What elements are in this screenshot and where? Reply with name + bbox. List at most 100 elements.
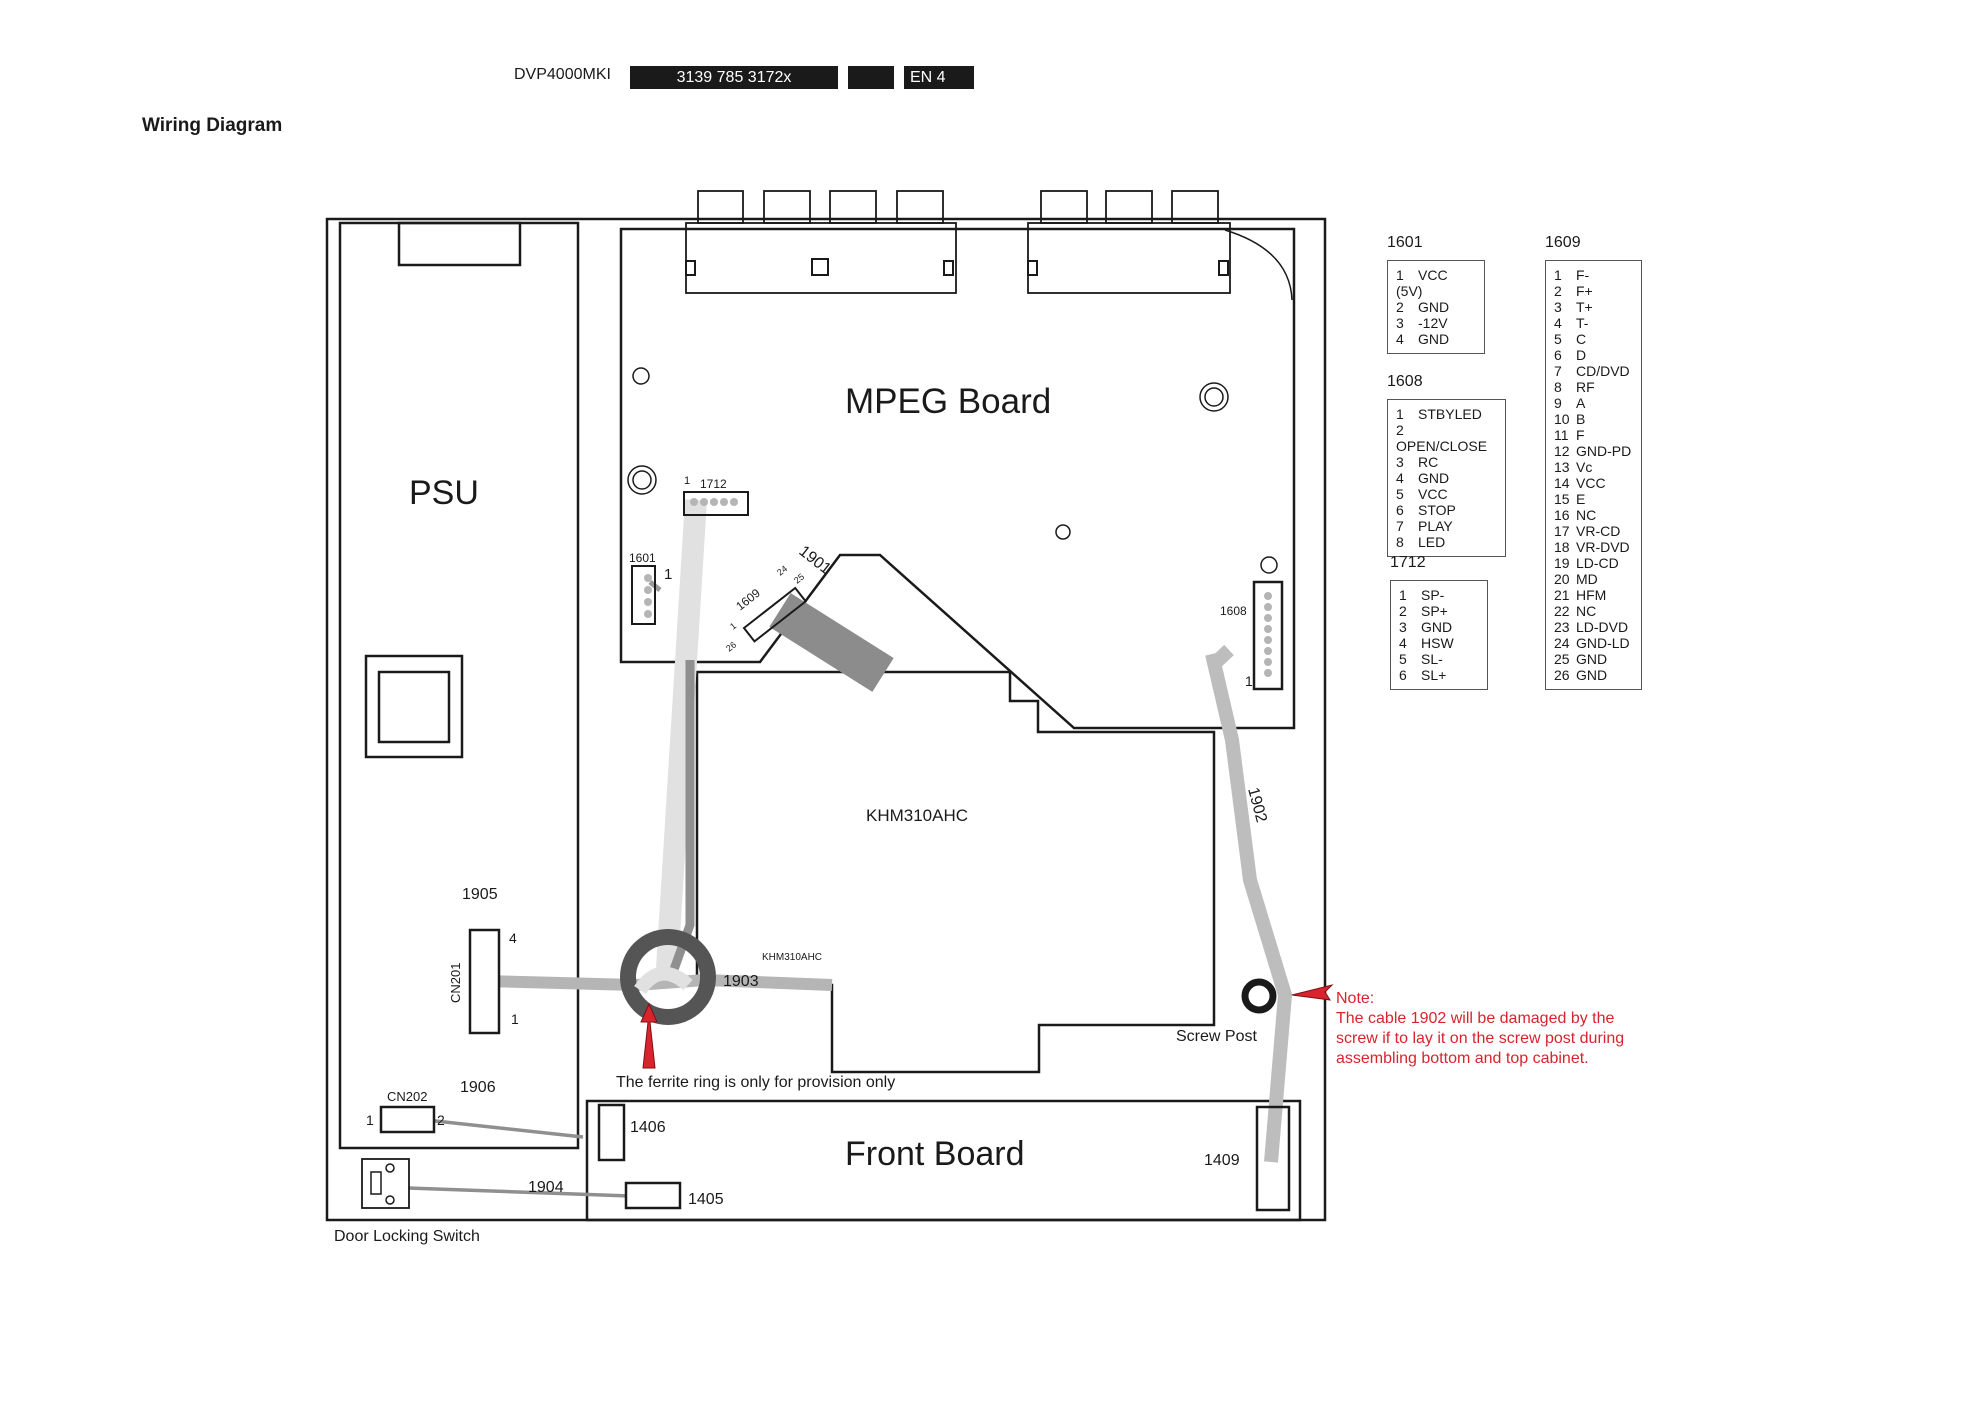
- label-cn202: CN202: [387, 1089, 427, 1104]
- page-title: Wiring Diagram: [142, 115, 283, 136]
- pin-row: 4 GND: [1396, 470, 1497, 486]
- pin-signal: LED: [1418, 534, 1446, 550]
- pin-signal: SP+: [1421, 603, 1448, 619]
- pin-number: 1: [1396, 406, 1404, 422]
- label-1904: 1904: [528, 1179, 564, 1196]
- pin-signal: GND: [1418, 470, 1450, 486]
- pin-number: 12: [1554, 443, 1570, 459]
- psu-transformer-inner: [377, 670, 451, 744]
- psu-label: PSU: [409, 474, 479, 512]
- ferrite-arrow: [640, 1002, 658, 1069]
- pin-number: 3: [1396, 315, 1404, 331]
- pin-number: 7: [1554, 363, 1562, 379]
- door-locking-switch: [361, 1158, 410, 1209]
- label-1712: 1712: [700, 477, 727, 491]
- pin-number: 6: [1396, 502, 1404, 518]
- pin-signal: GND-LD: [1576, 635, 1630, 651]
- mpeg-board-corner: [1224, 229, 1293, 301]
- mpeg-board-label: MPEG Board: [845, 382, 1051, 421]
- label-1905: 1905: [462, 886, 498, 903]
- cable-1904: [407, 1186, 631, 1198]
- pin-signal: VCC (5V): [1396, 267, 1448, 299]
- label-1906: 1906: [460, 1079, 496, 1096]
- pin-signal: -12V: [1418, 315, 1448, 331]
- pin-number: 6: [1554, 347, 1562, 363]
- pin-number: 3: [1396, 454, 1404, 470]
- pin-signal: STOP: [1418, 502, 1456, 518]
- pin-signal: HFM: [1576, 587, 1607, 603]
- pin-number: 10: [1554, 411, 1570, 427]
- note-line-3: assembling bottom and top cabinet.: [1336, 1050, 1589, 1067]
- label-1405: 1405: [688, 1191, 724, 1208]
- pin-signal: GND-PD: [1576, 443, 1632, 459]
- psu-top-block: [397, 221, 522, 267]
- conn1609-pin1: 1: [728, 621, 738, 632]
- pin-row: 2OPEN/CLOSE: [1396, 422, 1497, 454]
- conn1609-pin24: 24: [775, 564, 789, 578]
- header-blank-box: [848, 66, 894, 89]
- psu-board: [338, 221, 580, 1150]
- pin-signal: C: [1576, 331, 1587, 347]
- pin-signal: VR-CD: [1576, 523, 1621, 539]
- pin-row: 6 STOP: [1396, 502, 1497, 518]
- jack-bracket-right: [1027, 222, 1231, 294]
- cable-1902: [1205, 652, 1293, 1163]
- pinout-1601-title: 1601: [1387, 234, 1423, 251]
- page-number: EN 4: [904, 66, 974, 89]
- pin-number: 19: [1554, 555, 1570, 571]
- mount-hole: [1260, 556, 1278, 574]
- mpeg-board: [619, 227, 1296, 730]
- screw-post-label: Screw Post: [1176, 1028, 1257, 1045]
- jack-7: [1171, 190, 1219, 224]
- pin-number: 2: [1396, 422, 1404, 438]
- pin-number: 8: [1396, 534, 1404, 550]
- screw-post: [1241, 978, 1277, 1014]
- pin-signal: SP-: [1421, 587, 1445, 603]
- pinout-1712-title: 1712: [1390, 554, 1426, 571]
- pin-number: 5: [1396, 486, 1404, 502]
- pin-number: 5: [1399, 651, 1407, 667]
- pin-number: 2: [1554, 283, 1562, 299]
- pinout-1608-title: 1608: [1387, 373, 1423, 390]
- note-line-2: screw if to lay it on the screw post dur…: [1336, 1030, 1624, 1047]
- pin-number: 7: [1396, 518, 1404, 534]
- cn201-pin4: 4: [509, 930, 517, 946]
- pin-signal: MD: [1576, 571, 1598, 587]
- pin-number: 4: [1396, 470, 1404, 486]
- mount-post-inner: [1204, 387, 1224, 407]
- pin-signal: GND: [1418, 331, 1450, 347]
- connector-1608: [1252, 580, 1284, 691]
- pin-number: 1: [1396, 267, 1404, 283]
- pin-row: 8 LED: [1396, 534, 1497, 550]
- pin-signal: GND: [1421, 619, 1453, 635]
- pin-signal: GND: [1418, 299, 1450, 315]
- chassis-outline: [325, 217, 1327, 1222]
- psu-transformer-outer: [364, 654, 464, 759]
- cn202-pin2: 2: [437, 1112, 445, 1128]
- pin-number: 9: [1554, 395, 1562, 411]
- jack-2: [763, 190, 811, 224]
- mount-post-inner: [632, 470, 652, 490]
- pin-number: 5: [1554, 331, 1562, 347]
- pin-signal: VCC: [1576, 475, 1606, 491]
- connector-1601: [631, 565, 656, 625]
- pin-signal: HSW: [1421, 635, 1454, 651]
- front-board: [585, 1099, 1302, 1222]
- pin-signal: OPEN/CLOSE: [1396, 438, 1488, 454]
- jack-5: [1040, 190, 1088, 224]
